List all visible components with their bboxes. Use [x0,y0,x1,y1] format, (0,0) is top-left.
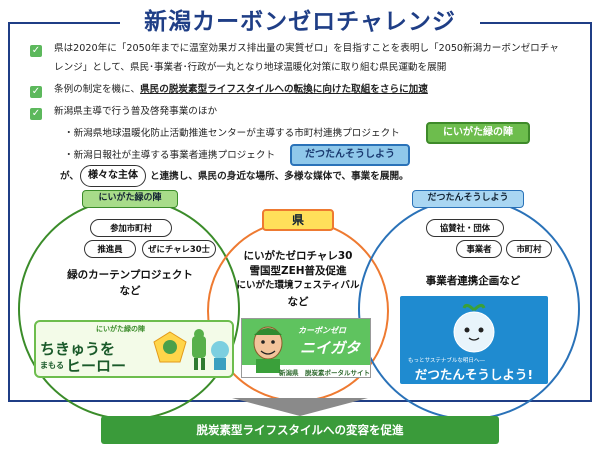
down-arrow [232,398,368,416]
title-wrap: 新潟カーボンゼロチャレンジ [120,4,480,40]
green-curtain-text: 緑のカーテンプロジェクト [67,269,193,281]
sub-item-2: ・新潟日報社が主導する事業者連携プロジェクト [64,150,276,161]
heroes-illustration [153,329,229,370]
portal-site-image: カーボンゼロ ニイガタ 新潟県 脱炭素ポータルサイト [241,318,371,378]
bullet-2-prefix: 条例の制定を機に、 [54,84,141,95]
promoter-pill: 推進員 [84,240,136,258]
portal-logo-1: カーボンゼロ [298,326,346,335]
midori-no-jin-tag: にいがた緑の陣 [426,122,530,144]
bullet-1-line2: レンジ」として、県民･事業者･行政が一丸となり地球温暖化対策に取り組む県民運動を… [54,62,447,73]
bullet-1-line1: 県は2020年に「2050年までに温室効果ガス排出量の実質ゼロ」を目指すことを表… [54,43,559,54]
business-pill: 事業者 [456,240,502,258]
check-icon: ✓ [30,108,42,120]
municipality-pill: 市町村 [506,240,552,258]
green-circle-tag: にいがた緑の陣 [82,190,178,208]
datsutanso-tag: だつたんそうしよう [290,144,410,166]
datsutanso-small-text: もっとサステナブルな明日へ― [408,358,485,364]
various-actors-pill: 様々な主体 [80,165,146,187]
check-icon: ✓ [30,45,42,57]
sub-item-1: ・新潟県地球温暖化防止活動推進センターが主導する市町村連携プロジェクト [64,128,400,139]
orange-line-1: にいがたゼロチャレ30 [243,250,353,262]
blue-circle-tag: だつたんそうしよう [412,190,524,208]
bullet-2: 条例の制定を機に、県民の脱炭素型ライフスタイルへの転換に向けた取組をさらに加速 [54,81,574,98]
zerochare-member-pill: ぜにチャレ30士 [142,240,216,258]
green-etc-text: など [119,285,141,297]
datsutanso-image: もっとサステナブルな明日へ― だつたんそうしよう! [400,296,548,384]
bottom-banner: 脱炭素型ライフスタイルへの変容を促進 [101,416,499,444]
page-title: 新潟カーボンゼロチャレンジ [144,9,456,35]
orange-line-4: など [287,296,309,308]
portal-caption: 新潟県 脱炭素ポータルサイト [279,369,370,377]
ga-rest: と連携し、県民の身近な場所、多様な媒体で、事業を展開。 [150,171,409,182]
img-green-main: ちきゅうを [40,340,116,358]
prefecture-tag: 県 [262,209,334,231]
sponsors-pill: 協賛社・団体 [426,219,504,237]
orange-line-3: にいがた環境フェスティバル [236,280,360,291]
mascot-illustration [253,326,283,373]
bullet-3: 新潟県主導で行う普及啓発事業のほか [54,106,218,117]
orange-line-2: 雪国型ZEH普及促進 [249,265,347,277]
img-green-hero: ヒーロー [66,357,127,375]
ga-text: が、 [60,171,79,182]
check-icon: ✓ [30,86,42,98]
bullet-2-emphasis: 県民の脱炭素型ライフスタイルへの転換に向けた取組をさらに加速 [140,84,428,95]
portal-logo-2: ニイガタ [300,339,361,357]
img-green-sub: まもる [40,361,64,370]
datsutanso-main-text: だつたんそうしよう! [414,367,534,382]
chikyu-hero-image: にいがた緑の陣 ちきゅうを まもる ヒーロー [34,320,234,378]
water-drop-mascot [453,303,495,353]
participating-municipalities-pill: 参加市町村 [90,219,172,237]
img-green-title: にいがた緑の陣 [96,325,145,333]
business-project-text: 事業者連携企画など [425,275,521,287]
